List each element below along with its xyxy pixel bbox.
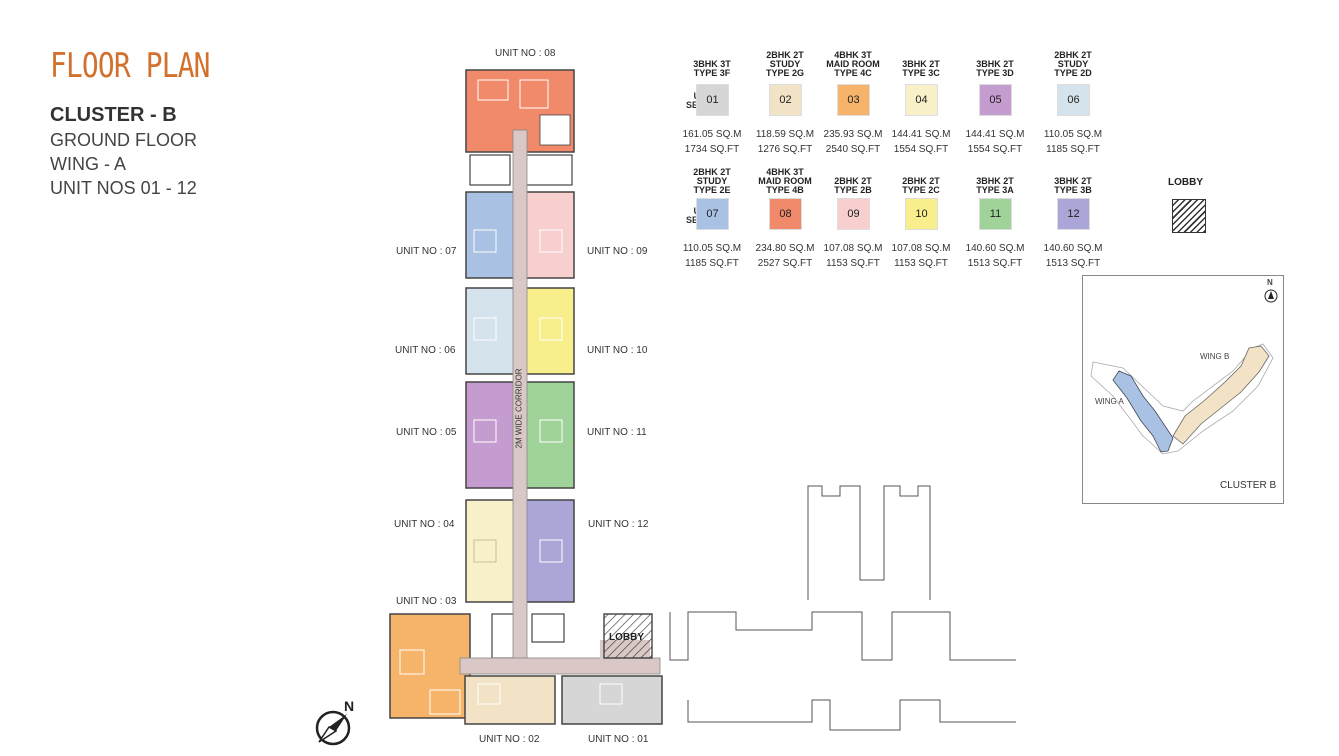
legend-swatch-07: 07 xyxy=(696,198,729,230)
unit-label-06: UNIT NO : 06 xyxy=(395,345,456,356)
unit-label-07: UNIT NO : 07 xyxy=(396,246,457,257)
floor-heading: GROUND FLOOR xyxy=(50,130,198,150)
unit-05-block[interactable] xyxy=(465,381,515,489)
legend-swatch-04: 04 xyxy=(905,84,938,116)
page-title: FLOOR PLAN xyxy=(50,46,210,86)
unit-04-block[interactable] xyxy=(465,499,515,603)
unit-label-04: UNIT NO : 04 xyxy=(394,519,455,530)
wing-heading: WING - A xyxy=(50,154,126,174)
cluster-heading: CLUSTER - B xyxy=(50,104,177,126)
legend-swatch-11: 11 xyxy=(979,198,1012,230)
unit-12-block[interactable] xyxy=(525,499,575,603)
legend-swatch-01: 01 xyxy=(696,84,729,116)
legend-swatch-06: 06 xyxy=(1057,84,1090,116)
key-map: N WING A WING B CLUSTER B xyxy=(1082,275,1284,504)
key-map-north-label: N xyxy=(1267,278,1273,287)
north-arrow-compass: N xyxy=(314,698,364,755)
unit-label-11: UNIT NO : 11 xyxy=(587,427,647,438)
lobby-label: LOBBY xyxy=(609,632,644,643)
legend-swatch-12: 12 xyxy=(1057,198,1090,230)
unit-10-block[interactable] xyxy=(525,287,575,375)
legend-swatch-10: 10 xyxy=(905,198,938,230)
unit-02-block[interactable] xyxy=(464,675,556,725)
key-map-wing-b-label: WING B xyxy=(1200,352,1230,361)
unit-label-12: UNIT NO : 12 xyxy=(588,519,649,530)
unit-11-block[interactable] xyxy=(525,381,575,489)
key-map-drawing xyxy=(1090,289,1278,455)
unit-01-block[interactable] xyxy=(561,675,663,725)
corridor-label: 2M WIDE CORRIDOR xyxy=(514,368,524,449)
unit-03-block[interactable] xyxy=(389,613,471,719)
north-icon xyxy=(1268,291,1274,299)
compass-icon xyxy=(315,710,351,746)
unit-label-09: UNIT NO : 09 xyxy=(587,246,648,257)
unit-label-01: UNIT NO : 01 xyxy=(588,734,649,745)
legend-swatch-09: 09 xyxy=(837,198,870,230)
legend-swatch-02: 02 xyxy=(769,84,802,116)
lobby-area xyxy=(603,613,653,659)
unit-07-block[interactable] xyxy=(465,191,515,279)
north-label: N xyxy=(344,698,355,714)
unit-label-08: UNIT NO : 08 xyxy=(495,48,556,59)
lobby-legend-label: LOBBY xyxy=(1168,177,1203,188)
unit-label-03: UNIT NO : 03 xyxy=(396,596,457,607)
unit-range-heading: UNIT NOS 01 - 12 xyxy=(50,178,197,198)
unit-label-10: UNIT NO : 10 xyxy=(587,345,648,356)
key-map-wing-a-label: WING A xyxy=(1095,397,1124,406)
unit-06-block[interactable] xyxy=(465,287,515,375)
unit-09-block[interactable] xyxy=(525,191,575,279)
legend-swatch-08: 08 xyxy=(769,198,802,230)
lobby-legend-swatch xyxy=(1172,199,1206,233)
legend-swatch-03: 03 xyxy=(837,84,870,116)
unit-label-02: UNIT NO : 02 xyxy=(479,734,540,745)
adjacent-building-outline xyxy=(669,485,1016,731)
legend-swatch-05: 05 xyxy=(979,84,1012,116)
key-map-cluster-label: CLUSTER B xyxy=(1220,480,1277,491)
unit-label-05: UNIT NO : 05 xyxy=(396,427,457,438)
